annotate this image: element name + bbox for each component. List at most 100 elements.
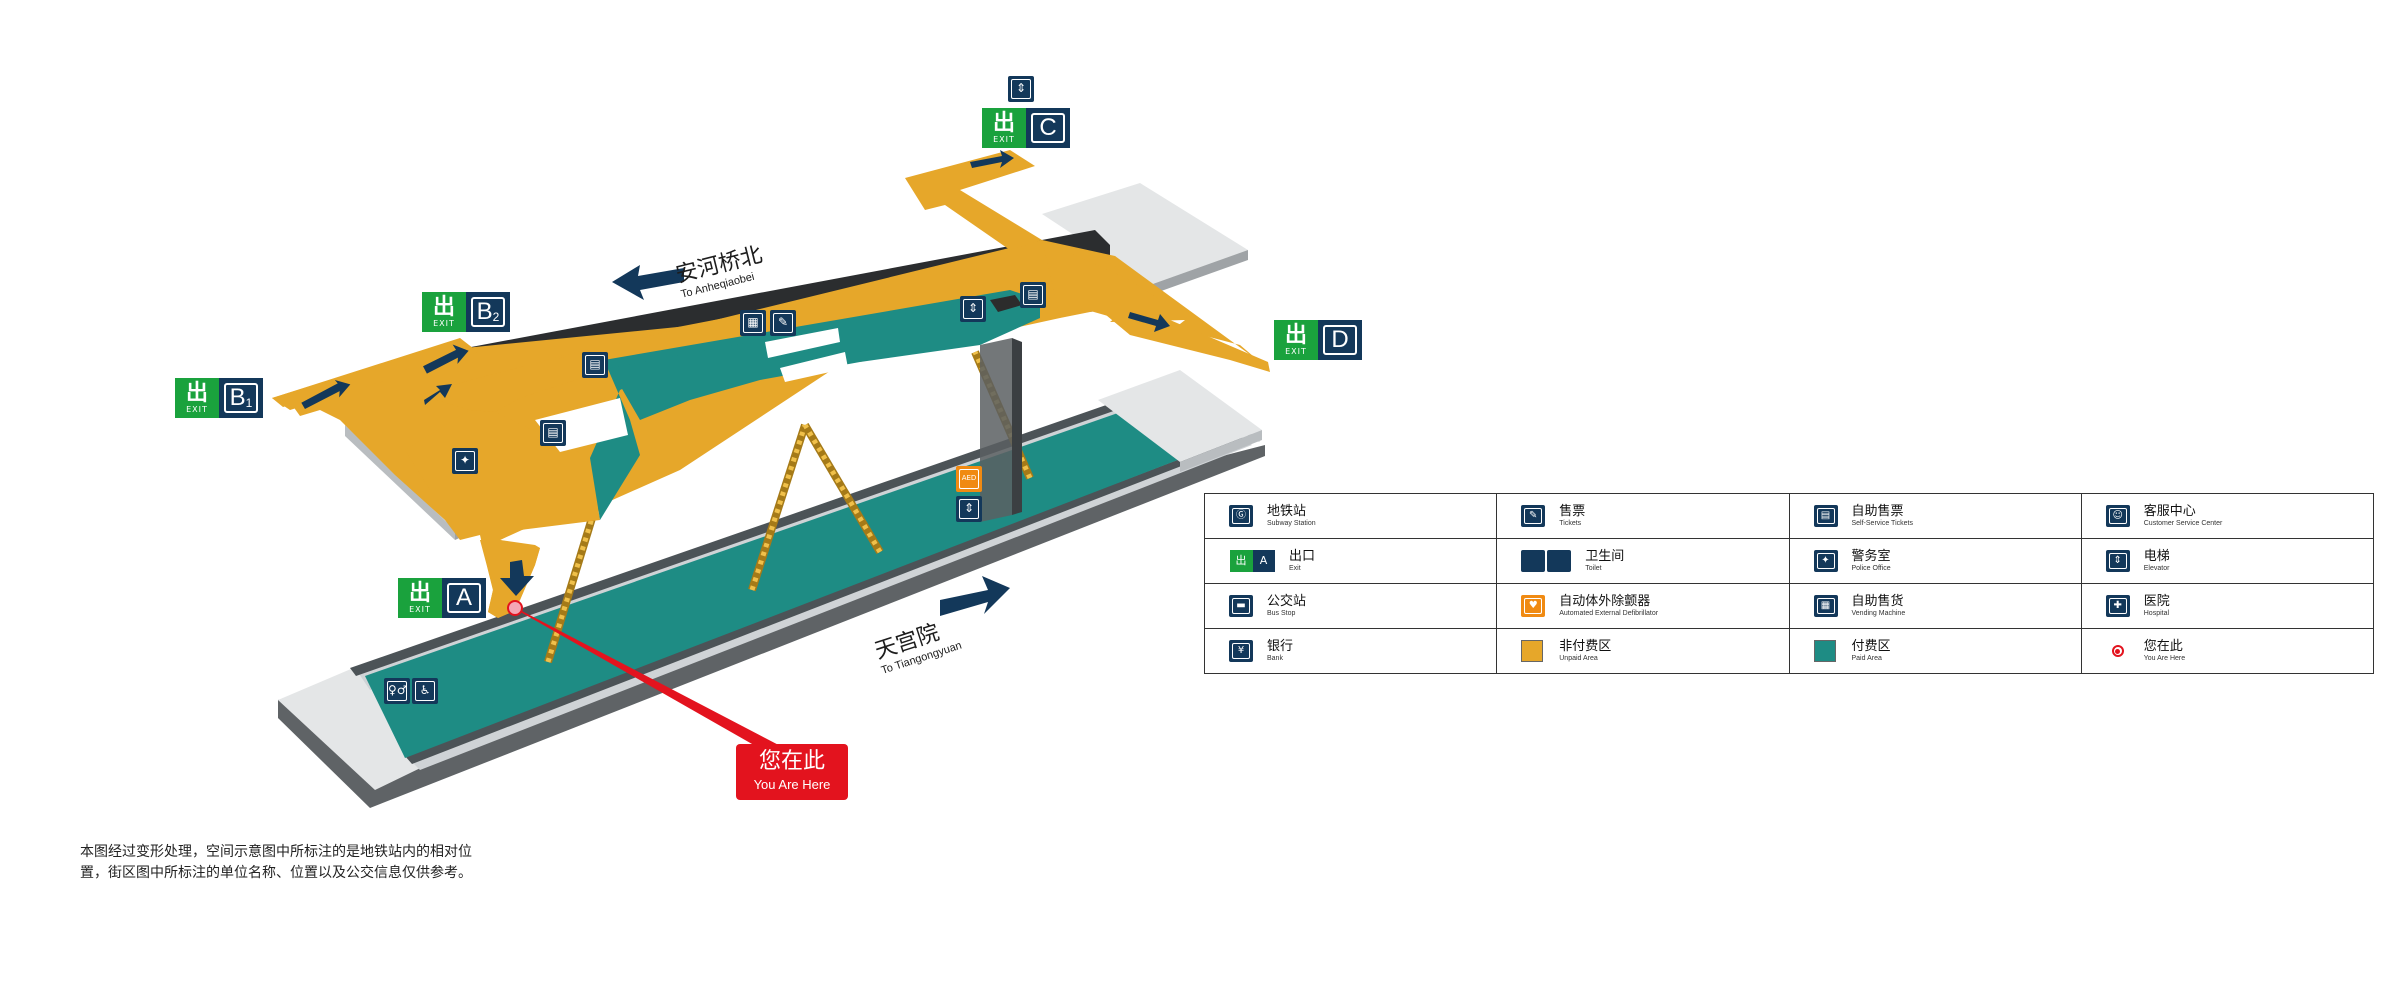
legend-zh: 医院 (2143, 594, 2170, 609)
legend-en: Bank (1267, 655, 1283, 662)
exit-icon-zh: 出 (1229, 550, 1253, 572)
exit-letter: B1 (224, 383, 258, 413)
legend-zh: 付费区 (1851, 639, 1891, 654)
self-service-tickets-icon: ▤ (1813, 505, 1838, 527)
legend-zh: 您在此 (2143, 639, 2183, 654)
you-are-here-icon (2106, 640, 2130, 662)
exit-en: EXIT (433, 318, 455, 328)
legend-en: Customer Service Center (2143, 520, 2223, 527)
station-map (272, 150, 1270, 808)
you-are-here-label: 您在此 You Are Here (736, 744, 848, 800)
exit-zh: 出 (1284, 322, 1307, 348)
exit-en: EXIT (409, 604, 431, 614)
police-icon: ✦ (452, 448, 478, 474)
you-are-here-en: You Are Here (753, 777, 831, 792)
elevator-icon: ⇕ (2105, 550, 2130, 572)
exit-en: EXIT (993, 134, 1015, 144)
exit-icon-letter: A (1252, 550, 1275, 572)
exit-zh: 出 (408, 580, 431, 606)
legend-zh: 银行 (1267, 639, 1294, 654)
vending-machine-icon: ▦ (740, 310, 766, 336)
legend-en: Elevator (2143, 565, 2170, 572)
elevator-icon: ⇕ (956, 496, 982, 522)
exit-en: EXIT (1285, 346, 1307, 356)
escalators (544, 338, 1034, 664)
legend-en: Subway Station (1267, 520, 1316, 527)
exit-letter: B2 (471, 297, 505, 327)
elevator-icon: ⇕ (960, 296, 986, 322)
toilet-icon (1521, 550, 1572, 572)
legend-en: Automated External Defibrillator (1559, 610, 1659, 617)
accessible-toilet-icon: ♿ (412, 678, 438, 704)
tickets-icon: ✎ (770, 310, 796, 336)
legend-en: Tickets (1559, 520, 1582, 527)
exit-en: EXIT (186, 404, 208, 414)
exit-letter: C (1031, 113, 1065, 143)
toilet-icon: ♀♂ (384, 678, 410, 704)
legend-zh: 自助售票 (1851, 504, 1904, 519)
aed-icon: AED (956, 466, 982, 492)
legend-zh: 自动体外除颤器 (1559, 594, 1651, 609)
self-service-tickets-icon: ▤ (540, 420, 566, 446)
exit-zh: 出 (185, 380, 208, 406)
exit-letter: D (1323, 325, 1357, 355)
legend-en: Toilet (1585, 565, 1602, 572)
legend-en: Unpaid Area (1559, 655, 1598, 662)
legend-zh: 非付费区 (1559, 639, 1612, 654)
police-icon: ✦ (1813, 550, 1838, 572)
exit-letter: A (447, 583, 481, 613)
hospital-icon: ✚ (2105, 595, 2130, 617)
elevator-icon: ⇕ (1008, 76, 1034, 102)
legend-zh: 客服中心 (2143, 504, 2196, 519)
exit-letter-main: B (476, 298, 493, 325)
exit-letter-main: B (229, 384, 246, 411)
bus-stop-icon: ▬ (1229, 595, 1253, 617)
paid-area-concourse (590, 290, 1040, 520)
legend-zh: 公交站 (1267, 594, 1307, 609)
exit-zh: 出 (432, 294, 455, 320)
exit-letter-sub: 2 (492, 310, 500, 324)
legend-zh: 警务室 (1851, 549, 1891, 564)
legend-en: Paid Area (1851, 655, 1882, 662)
legend-en: Police Office (1851, 565, 1891, 572)
unpaid-area-swatch (1521, 640, 1544, 662)
subway-station-icon: Ⓖ (1229, 505, 1253, 527)
legend-en: Vending Machine (1851, 610, 1906, 617)
disclaimer-note: 本图经过变形处理，空间示意图中所标注的是地铁站内的相对位置，街区图中所标注的单位… (80, 844, 472, 881)
exit-letter-main: A (455, 584, 472, 611)
exit-letter-main: C (1039, 114, 1057, 141)
exit-letter-main: D (1331, 326, 1349, 353)
legend-zh: 自助售货 (1851, 594, 1904, 609)
aed-icon: ♥ (1521, 595, 1546, 617)
legend-zh: 售票 (1559, 504, 1586, 519)
legend-en: Self-Service Tickets (1851, 520, 1913, 527)
legend-zh: 电梯 (2143, 549, 2170, 564)
tickets-icon: ✎ (1521, 505, 1546, 527)
you-are-here-zh: 您在此 (758, 749, 825, 774)
